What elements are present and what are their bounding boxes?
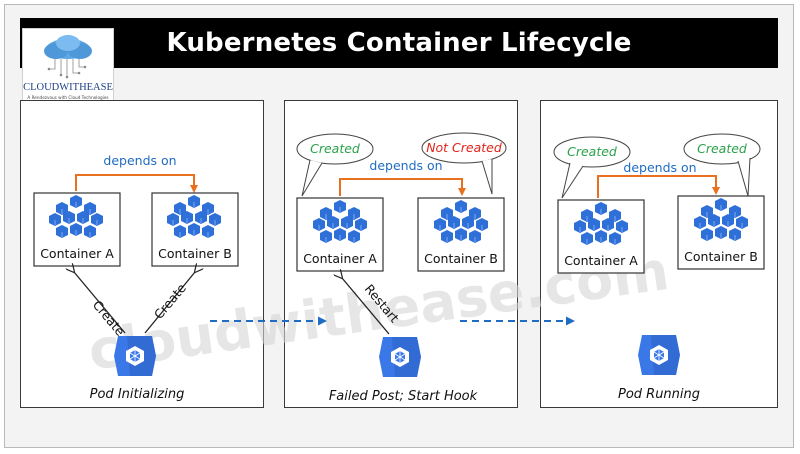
panel-caption: Pod Initializing	[90, 387, 185, 402]
panel-2-content: depends on Created Not Created Container…	[296, 132, 507, 404]
container-b-label: Container B	[684, 249, 758, 264]
page-title: Kubernetes Container Lifecycle	[166, 28, 632, 58]
panel-3-content: depends on Created Created Container A C…	[553, 133, 765, 402]
cloud-logo-icon	[44, 35, 92, 79]
depends-label: depends on	[623, 160, 696, 175]
bubble-a-text: Created	[310, 141, 360, 156]
logo-name: CLOUDWITHEASE	[23, 82, 113, 93]
container-b-label: Container B	[424, 251, 498, 266]
container-a-label: Container A	[303, 251, 377, 266]
container-a-label: Container A	[564, 253, 638, 268]
bubble-tail-a	[561, 162, 584, 199]
panel-caption: Failed Post; Start Hook	[329, 389, 478, 404]
title-bar: Kubernetes Container Lifecycle	[20, 18, 778, 68]
bubble-b-text: Not Created	[426, 140, 502, 155]
pod-icon	[637, 334, 681, 376]
create-arrow-b	[144, 272, 195, 334]
bubble-b-text: Created	[697, 141, 747, 156]
speech-bubble-b	[683, 133, 761, 165]
bubble-a-text: Created	[567, 144, 617, 159]
container-a-label: Container A	[40, 246, 114, 261]
bubble-tail-b	[737, 157, 751, 197]
speech-bubble-b	[421, 132, 507, 164]
bubble-tail-b	[481, 159, 493, 195]
depends-label: depends on	[103, 153, 176, 168]
logo-tagline: A Rendezvous with Cloud Technologies	[27, 95, 109, 100]
logo: CLOUDWITHEASE A Rendezvous with Cloud Te…	[22, 28, 114, 106]
speech-bubble-a	[553, 136, 631, 168]
panel-caption: Pod Running	[618, 387, 700, 402]
bubble-tail-a	[301, 159, 323, 197]
pod-icon	[113, 335, 157, 377]
depends-arrow	[339, 178, 466, 196]
depends-arrow	[75, 174, 198, 193]
pod-icon	[378, 336, 422, 378]
depends-arrow	[597, 175, 720, 198]
container-b-label: Container B	[158, 246, 232, 261]
depends-label: depends on	[369, 158, 442, 173]
restart-arrow	[342, 278, 390, 335]
speech-bubble-a	[296, 133, 374, 165]
create-arrow-a	[74, 272, 126, 334]
